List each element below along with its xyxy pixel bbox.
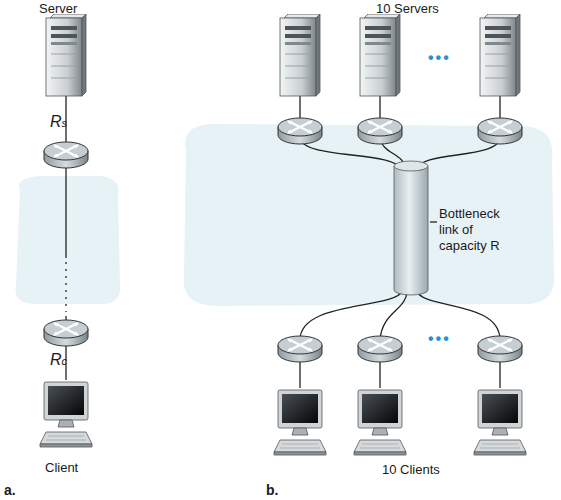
group-label: 10 Clients	[382, 462, 440, 478]
client-computer	[474, 390, 526, 455]
device-label: Client	[45, 460, 78, 476]
device-label: Server	[39, 1, 77, 17]
link-rate: Rs	[50, 114, 67, 131]
cylinder-top	[394, 161, 428, 171]
router-icon	[478, 118, 522, 144]
router-icon	[358, 336, 402, 362]
server-icon	[280, 14, 320, 96]
network-cloud	[15, 176, 120, 304]
group-label: 10 Servers	[376, 1, 439, 17]
network-cloud	[184, 124, 554, 306]
router-icon	[478, 336, 522, 362]
server-icon	[480, 14, 520, 96]
router-icon	[358, 118, 402, 144]
cylinder-body	[394, 166, 428, 295]
client-computer	[274, 390, 326, 455]
client-computer	[40, 382, 92, 447]
server-icon	[46, 14, 86, 96]
router-icon	[44, 320, 88, 346]
ellipsis: •••	[428, 50, 451, 66]
bottleneck-link: Bottleneck link of capacity R	[393, 160, 429, 296]
panel-label: a.	[4, 482, 16, 498]
server-icon	[360, 14, 400, 96]
cylinder-shape	[393, 160, 429, 296]
link-label: Bottleneck link of capacity R	[439, 206, 519, 254]
client-computer	[354, 390, 406, 455]
router-icon	[278, 336, 322, 362]
link-rate: Rc	[50, 352, 67, 369]
router-icon	[278, 118, 322, 144]
panel-label: b.	[266, 482, 278, 498]
router-icon	[44, 142, 88, 168]
ellipsis: •••	[428, 331, 451, 347]
